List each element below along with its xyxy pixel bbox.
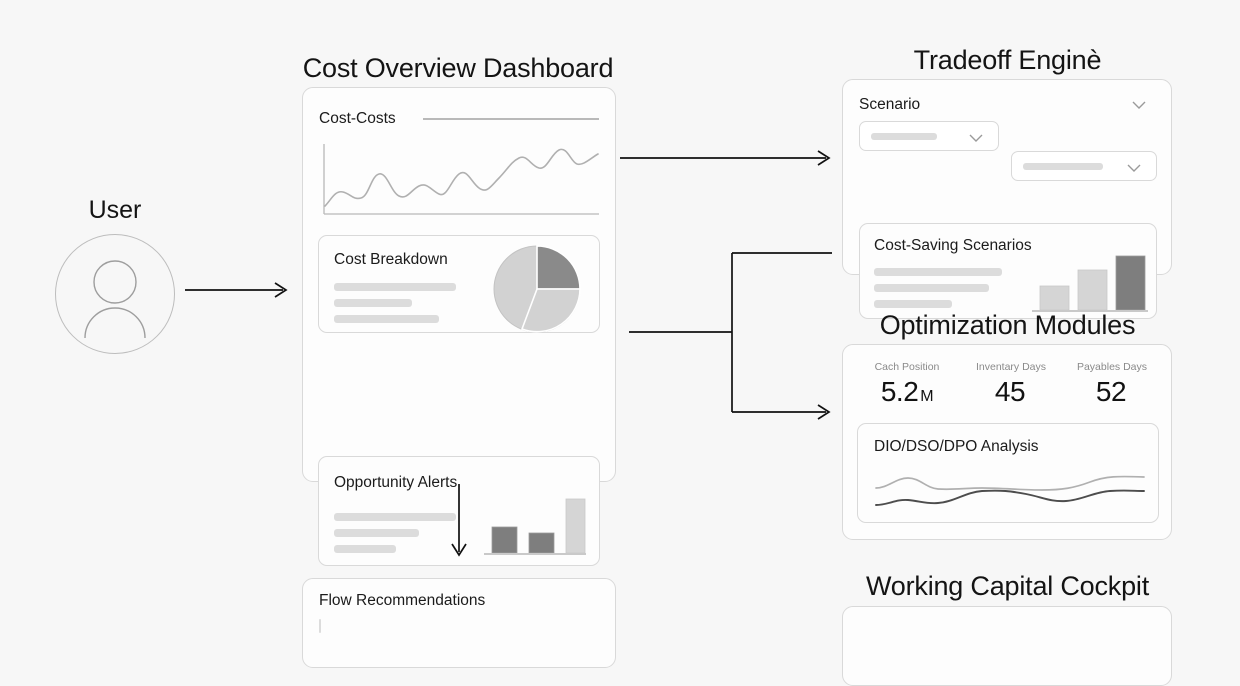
skeleton-line [334,513,456,521]
skeleton-line [334,283,456,291]
skeleton-line [334,299,412,307]
avatar-circle [55,234,175,354]
working-capital-cockpit-card[interactable] [842,606,1172,686]
optimization-modules-title: Optimization Modules [879,310,1136,340]
line-chart [323,144,599,215]
scenario-select-left[interactable] [859,121,999,151]
flow-recommendations-card[interactable]: Flow Recommendations [302,578,616,668]
kpi-payables-days: Payables Days 52 [1062,361,1162,408]
pie-chart [493,245,581,333]
kpi-label: Payables Days [1076,361,1148,373]
avatar [55,234,175,354]
opportunity-alerts-title: Opportunity Alerts [334,474,458,491]
skeleton-line [874,300,952,308]
kpi-number: 45 [994,376,1026,407]
flow-recommendations-title: Flow Recommendations [319,592,486,609]
skeleton-line [334,545,396,553]
user-to-dashboard-arrow [185,282,288,298]
select-value-placeholder [871,133,937,140]
tradeoff-engine-card[interactable]: Scenario Cost-Saving Scenarios [842,79,1172,319]
dual-line-chart [875,475,1145,506]
skeleton-line [334,315,439,323]
user-label: User [88,196,142,224]
kpi-number: 5.2 [880,376,919,407]
dashboard-to-flow-arrow [451,484,467,557]
cost-breakdown-title: Cost Breakdown [334,251,448,268]
dashboard-title: Cost Overview Dashboard [302,53,614,83]
kpi-number: 52 [1095,376,1127,407]
dashboard-branch-connectors [620,150,832,420]
kpi-label: Cach Position [874,361,940,373]
bar-chart [1032,255,1148,312]
kpi-value: 45 [961,376,1061,408]
tradeoff-engine-title: Tradeoff Enginè [913,45,1102,75]
cost-overview-dashboard-card[interactable]: Cost-Costs Cost Breakdown Opportunity Al… [302,87,616,566]
skeleton-line [874,284,989,292]
cost-costs-label: Cost-Costs [319,110,396,127]
skeleton-line [874,268,1002,276]
cost-costs-divider [423,118,599,120]
kpi-value: 52 [1062,376,1162,408]
select-value-placeholder [1023,163,1103,170]
cost-saving-scenarios-title: Cost-Saving Scenarios [874,237,1032,254]
scenario-label: Scenario [859,96,921,113]
skeleton-line [319,619,321,633]
bar-chart [484,498,586,555]
dio-dso-dpo-analysis-card[interactable]: DIO/DSO/DPO Analysis [857,423,1159,523]
kpi-label: Inventary Days [975,361,1047,373]
chevron-down-icon[interactable] [968,133,984,143]
chevron-down-icon[interactable] [1131,100,1147,110]
person-avatar-icon [84,260,146,339]
cost-breakdown-card[interactable]: Cost Breakdown [318,235,600,333]
scenario-select-right[interactable] [1011,151,1157,181]
skeleton-line [334,529,419,537]
chevron-down-icon[interactable] [1126,163,1142,173]
diagram-canvas: User Cost Overview Dashboard Cost-Costs … [55,45,1172,686]
kpi-inventary-days: Inventary Days 45 [961,361,1061,408]
dio-dso-dpo-title: DIO/DSO/DPO Analysis [874,438,1039,455]
cost-saving-scenarios-card[interactable]: Cost-Saving Scenarios [859,223,1157,319]
working-capital-cockpit-title: Working Capital Cockpit [865,571,1149,601]
kpi-unit: M [920,388,934,405]
